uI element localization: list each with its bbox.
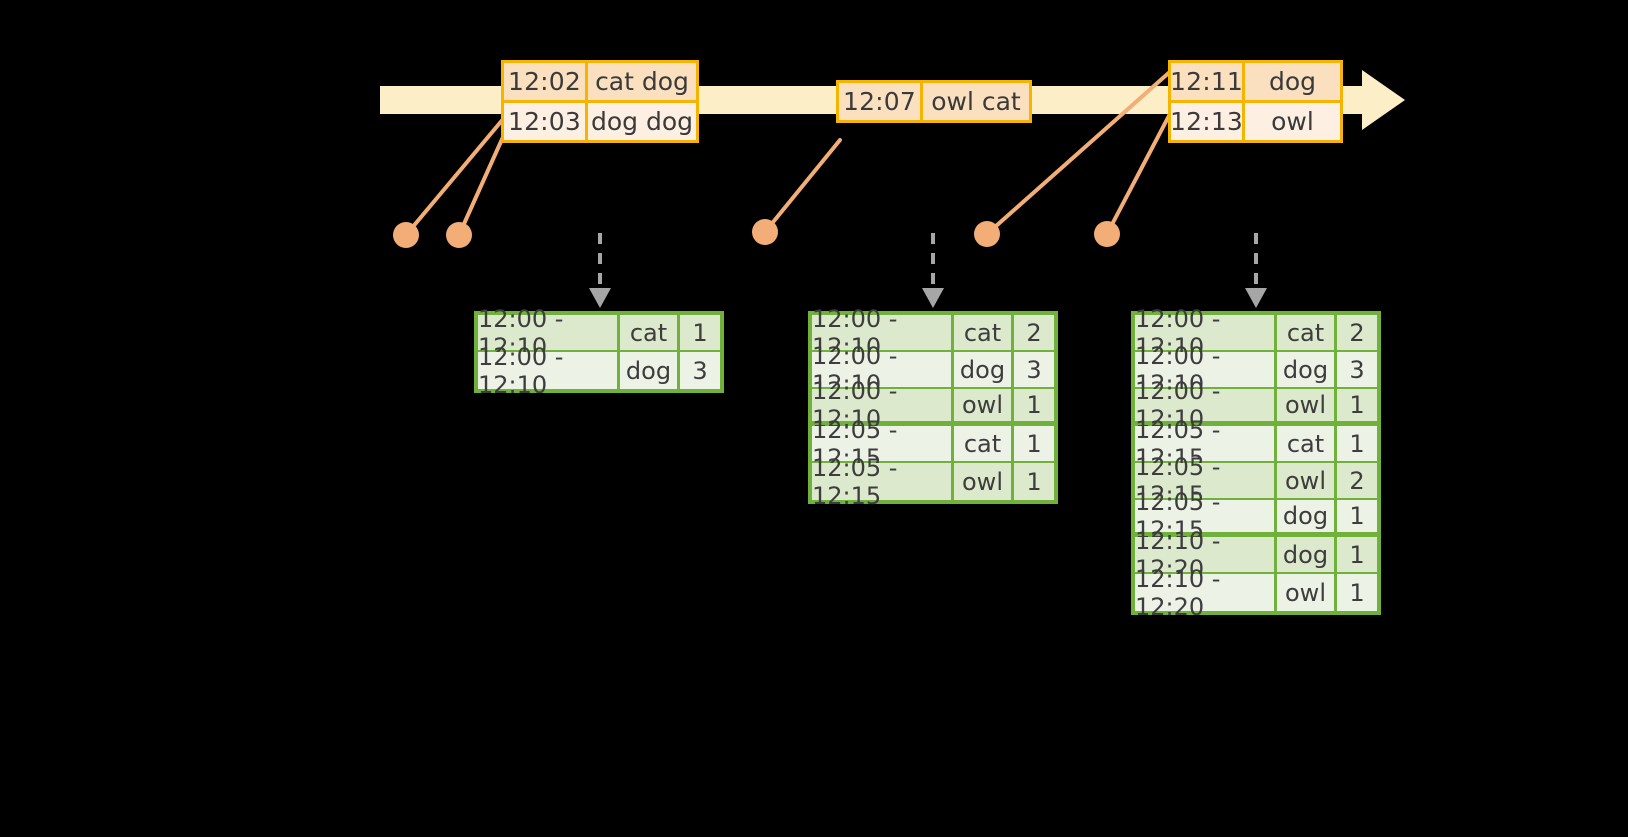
cell-count: 1 (1337, 500, 1377, 537)
cell-count: 1 (680, 315, 720, 352)
cell-key: dog (1277, 537, 1337, 574)
event-box-1: 12:02 cat dog 12:03 dog dog (501, 60, 699, 143)
event-value: owl cat (931, 87, 1021, 116)
event-row: 12:11 dog (1170, 63, 1340, 100)
cell-count: 1 (1337, 426, 1377, 463)
cell-count: 3 (1014, 352, 1054, 389)
cell-count: 1 (1337, 574, 1377, 611)
cell-key: owl (954, 463, 1014, 500)
cell-count: 1 (1337, 537, 1377, 574)
cell-count: 2 (1337, 315, 1377, 352)
cell-key: cat (954, 426, 1014, 463)
cell-count: 2 (1014, 315, 1054, 352)
event-box-2: 12:07 owl cat (836, 80, 1032, 123)
cell-window: 12:10 - 12:20 (1135, 527, 1277, 583)
cell-count: 3 (1337, 352, 1377, 389)
event-time: 12:07 (839, 83, 923, 120)
event-value: cat dog (595, 67, 689, 96)
cell-count: 3 (680, 352, 720, 389)
cell-count: 1 (1014, 426, 1054, 463)
event-dot-1 (393, 222, 419, 248)
connector-line-5 (1105, 108, 1174, 236)
event-dot-4 (974, 221, 1000, 247)
cell-key: owl (954, 389, 1014, 426)
cell-key: owl (1277, 389, 1337, 426)
cell-count: 1 (1014, 389, 1054, 426)
event-dot-5 (1094, 221, 1120, 247)
flow-arrows (589, 233, 1267, 308)
cell-key: cat (954, 315, 1014, 352)
cell-key: owl (1277, 463, 1337, 500)
event-value: owl (1271, 107, 1314, 136)
cell-count: 1 (1337, 389, 1377, 426)
event-box-3: 12:11 dog 12:13 owl (1168, 60, 1343, 143)
cell-key: dog (1277, 352, 1337, 389)
cell-window: 12:05 - 12:15 (812, 454, 954, 510)
cell-key: owl (1277, 574, 1337, 611)
event-row: 12:02 cat dog (504, 63, 696, 100)
event-value: dog dog (590, 107, 693, 136)
flow-arrow-3 (1245, 233, 1267, 308)
connector-line-1 (404, 116, 506, 237)
cell-window: 12:00 - 12:10 (812, 305, 954, 361)
cell-window: 12:10 - 12:20 (1135, 565, 1277, 621)
cell-window: 12:05 - 12:15 (812, 416, 954, 472)
cell-key: dog (1277, 500, 1337, 537)
cell-key: cat (620, 315, 680, 352)
connector-line-3 (763, 138, 842, 234)
cell-count: 2 (1337, 463, 1377, 500)
connector-line-2 (457, 135, 505, 237)
cell-window: 12:00 - 12:10 (478, 343, 620, 399)
event-dot-3 (752, 219, 778, 245)
event-dot-2 (446, 222, 472, 248)
cell-window: 12:00 - 12:10 (478, 305, 620, 361)
flow-arrow-1 (589, 233, 611, 308)
cell-count: 1 (1014, 463, 1054, 500)
cell-window: 12:05 - 12:15 (1135, 453, 1277, 509)
cell-key: dog (620, 352, 680, 389)
cell-key: cat (1277, 315, 1337, 352)
event-time: 12:11 (1170, 63, 1245, 100)
event-time: 12:02 (504, 63, 588, 100)
cell-key: cat (1277, 426, 1337, 463)
event-row: 12:13 owl (1170, 100, 1340, 140)
event-time: 12:03 (504, 103, 588, 140)
cell-key: dog (954, 352, 1014, 389)
event-time: 12:13 (1170, 103, 1245, 140)
event-dots (393, 219, 1120, 248)
event-row: 12:03 dog dog (504, 100, 696, 140)
event-value: dog (1268, 67, 1317, 96)
cell-window: 12:05 - 12:15 (1135, 488, 1277, 544)
flow-arrow-2 (922, 233, 944, 308)
event-row: 12:07 owl cat (839, 83, 1029, 120)
